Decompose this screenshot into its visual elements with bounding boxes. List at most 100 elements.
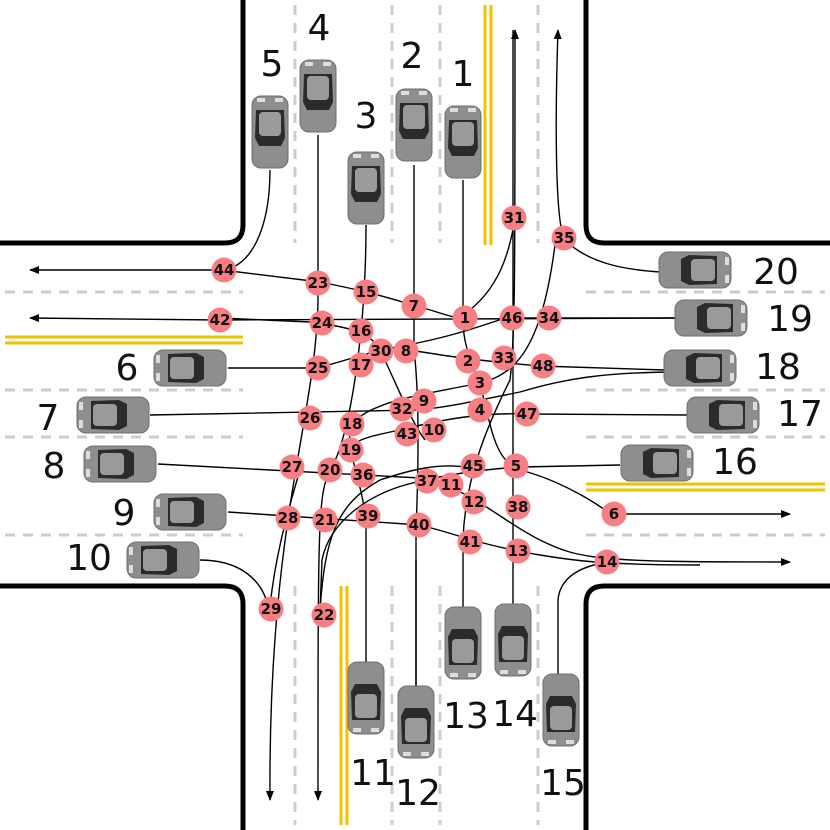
conflict-point-23: 23	[305, 270, 331, 296]
conflict-point-label: 10	[424, 421, 445, 439]
conflict-point-marker	[393, 338, 419, 364]
conflict-point-16: 16	[348, 318, 374, 344]
car-12	[397, 685, 435, 759]
conflict-point-label: 46	[502, 309, 523, 327]
conflict-point-41: 41	[457, 529, 483, 555]
conflict-point-marker	[348, 352, 374, 378]
car-7	[76, 396, 150, 434]
conflict-point-label: 23	[308, 274, 329, 292]
car-label-3: 3	[355, 96, 378, 137]
conflict-point-15: 15	[353, 279, 379, 305]
conflict-point-38: 38	[505, 494, 531, 520]
car-label-14: 14	[492, 694, 538, 735]
car-label-15: 15	[540, 763, 586, 804]
conflict-point-label: 40	[409, 516, 430, 534]
conflict-point-label: 38	[508, 498, 529, 516]
conflict-points: 1234567891011121314151617181920212223242…	[207, 205, 627, 628]
conflict-point-marker	[467, 397, 493, 423]
conflict-point-label: 27	[282, 458, 303, 476]
car-label-7: 7	[37, 398, 60, 439]
car-9	[153, 493, 227, 531]
conflict-point-label: 20	[320, 461, 341, 479]
car-label-10: 10	[66, 538, 112, 579]
vehicle-path-21	[221, 269, 466, 319]
car-label-9: 9	[113, 493, 136, 534]
conflict-point-marker	[305, 355, 331, 381]
conflict-point-label: 22	[314, 606, 335, 624]
vehicle-path-6	[228, 317, 680, 369]
conflict-point-label: 39	[358, 507, 379, 525]
conflict-point-marker	[394, 421, 420, 447]
car-20	[658, 251, 732, 289]
conflict-point-label: 5	[511, 457, 521, 475]
conflict-point-marker	[461, 489, 487, 515]
conflict-point-25: 25	[305, 355, 331, 381]
conflict-point-label: 14	[597, 553, 618, 571]
conflict-point-label: 1	[460, 309, 470, 327]
conflict-point-8: 8	[393, 338, 419, 364]
conflict-point-marker	[467, 370, 493, 396]
conflict-point-marker	[551, 225, 577, 251]
car-label-8: 8	[43, 446, 66, 487]
conflict-point-10: 10	[421, 417, 447, 443]
conflict-point-14: 14	[594, 549, 620, 575]
conflict-point-marker	[353, 279, 379, 305]
curb-se	[583, 583, 830, 830]
conflict-point-marker	[297, 405, 323, 431]
conflict-point-20: 20	[317, 457, 343, 483]
conflict-point-label: 35	[554, 229, 575, 247]
center-lines	[5, 5, 825, 825]
conflict-point-42: 42	[207, 307, 233, 333]
car-8	[83, 445, 157, 483]
conflict-point-13: 13	[505, 538, 531, 564]
curb-sw	[0, 583, 246, 830]
car-3	[347, 151, 385, 225]
vehicle-path-7	[149, 371, 681, 416]
conflict-point-28: 28	[275, 505, 301, 531]
vehicle-path-2	[265, 135, 319, 801]
conflict-point-label: 2	[463, 352, 473, 370]
conflict-point-label: 43	[397, 425, 418, 443]
car-label-2: 2	[401, 36, 424, 77]
conflict-point-7: 7	[401, 293, 427, 319]
car-label-17: 17	[777, 394, 823, 435]
conflict-point-46: 46	[499, 305, 525, 331]
conflict-point-marker	[312, 507, 338, 533]
conflict-point-36: 36	[350, 462, 376, 488]
conflict-point-marker	[279, 454, 305, 480]
conflict-point-label: 32	[392, 400, 413, 418]
car-label-12: 12	[395, 773, 441, 814]
conflict-point-marker	[455, 348, 481, 374]
conflict-point-label: 24	[312, 314, 333, 332]
conflict-point-6: 6	[601, 501, 627, 527]
conflict-point-label: 25	[308, 359, 329, 377]
conflict-point-label: 36	[353, 466, 374, 484]
conflict-point-marker	[211, 257, 237, 283]
car-label-5: 5	[261, 44, 284, 85]
car-10	[126, 541, 200, 579]
car-15	[542, 673, 580, 747]
conflict-point-marker	[401, 293, 427, 319]
car-11	[347, 661, 385, 735]
car-17	[686, 396, 760, 434]
conflict-point-label: 29	[261, 600, 282, 618]
car-label-6: 6	[116, 348, 139, 389]
conflict-point-label: 13	[508, 542, 529, 560]
conflict-point-marker	[503, 453, 529, 479]
conflict-point-label: 11	[441, 476, 462, 494]
car-2	[395, 88, 433, 162]
vehicle-path-10	[199, 559, 269, 607]
conflict-point-12: 12	[461, 489, 487, 515]
conflict-point-27: 27	[279, 454, 305, 480]
car-label-4: 4	[308, 8, 331, 49]
conflict-point-label: 21	[315, 511, 336, 529]
conflict-point-21: 21	[312, 507, 338, 533]
conflict-point-32: 32	[389, 396, 415, 422]
conflict-point-4: 4	[467, 397, 493, 423]
vehicle-path-25	[269, 469, 301, 607]
conflict-point-9: 9	[411, 388, 437, 414]
conflict-point-43: 43	[394, 421, 420, 447]
car-label-20: 20	[753, 252, 799, 293]
